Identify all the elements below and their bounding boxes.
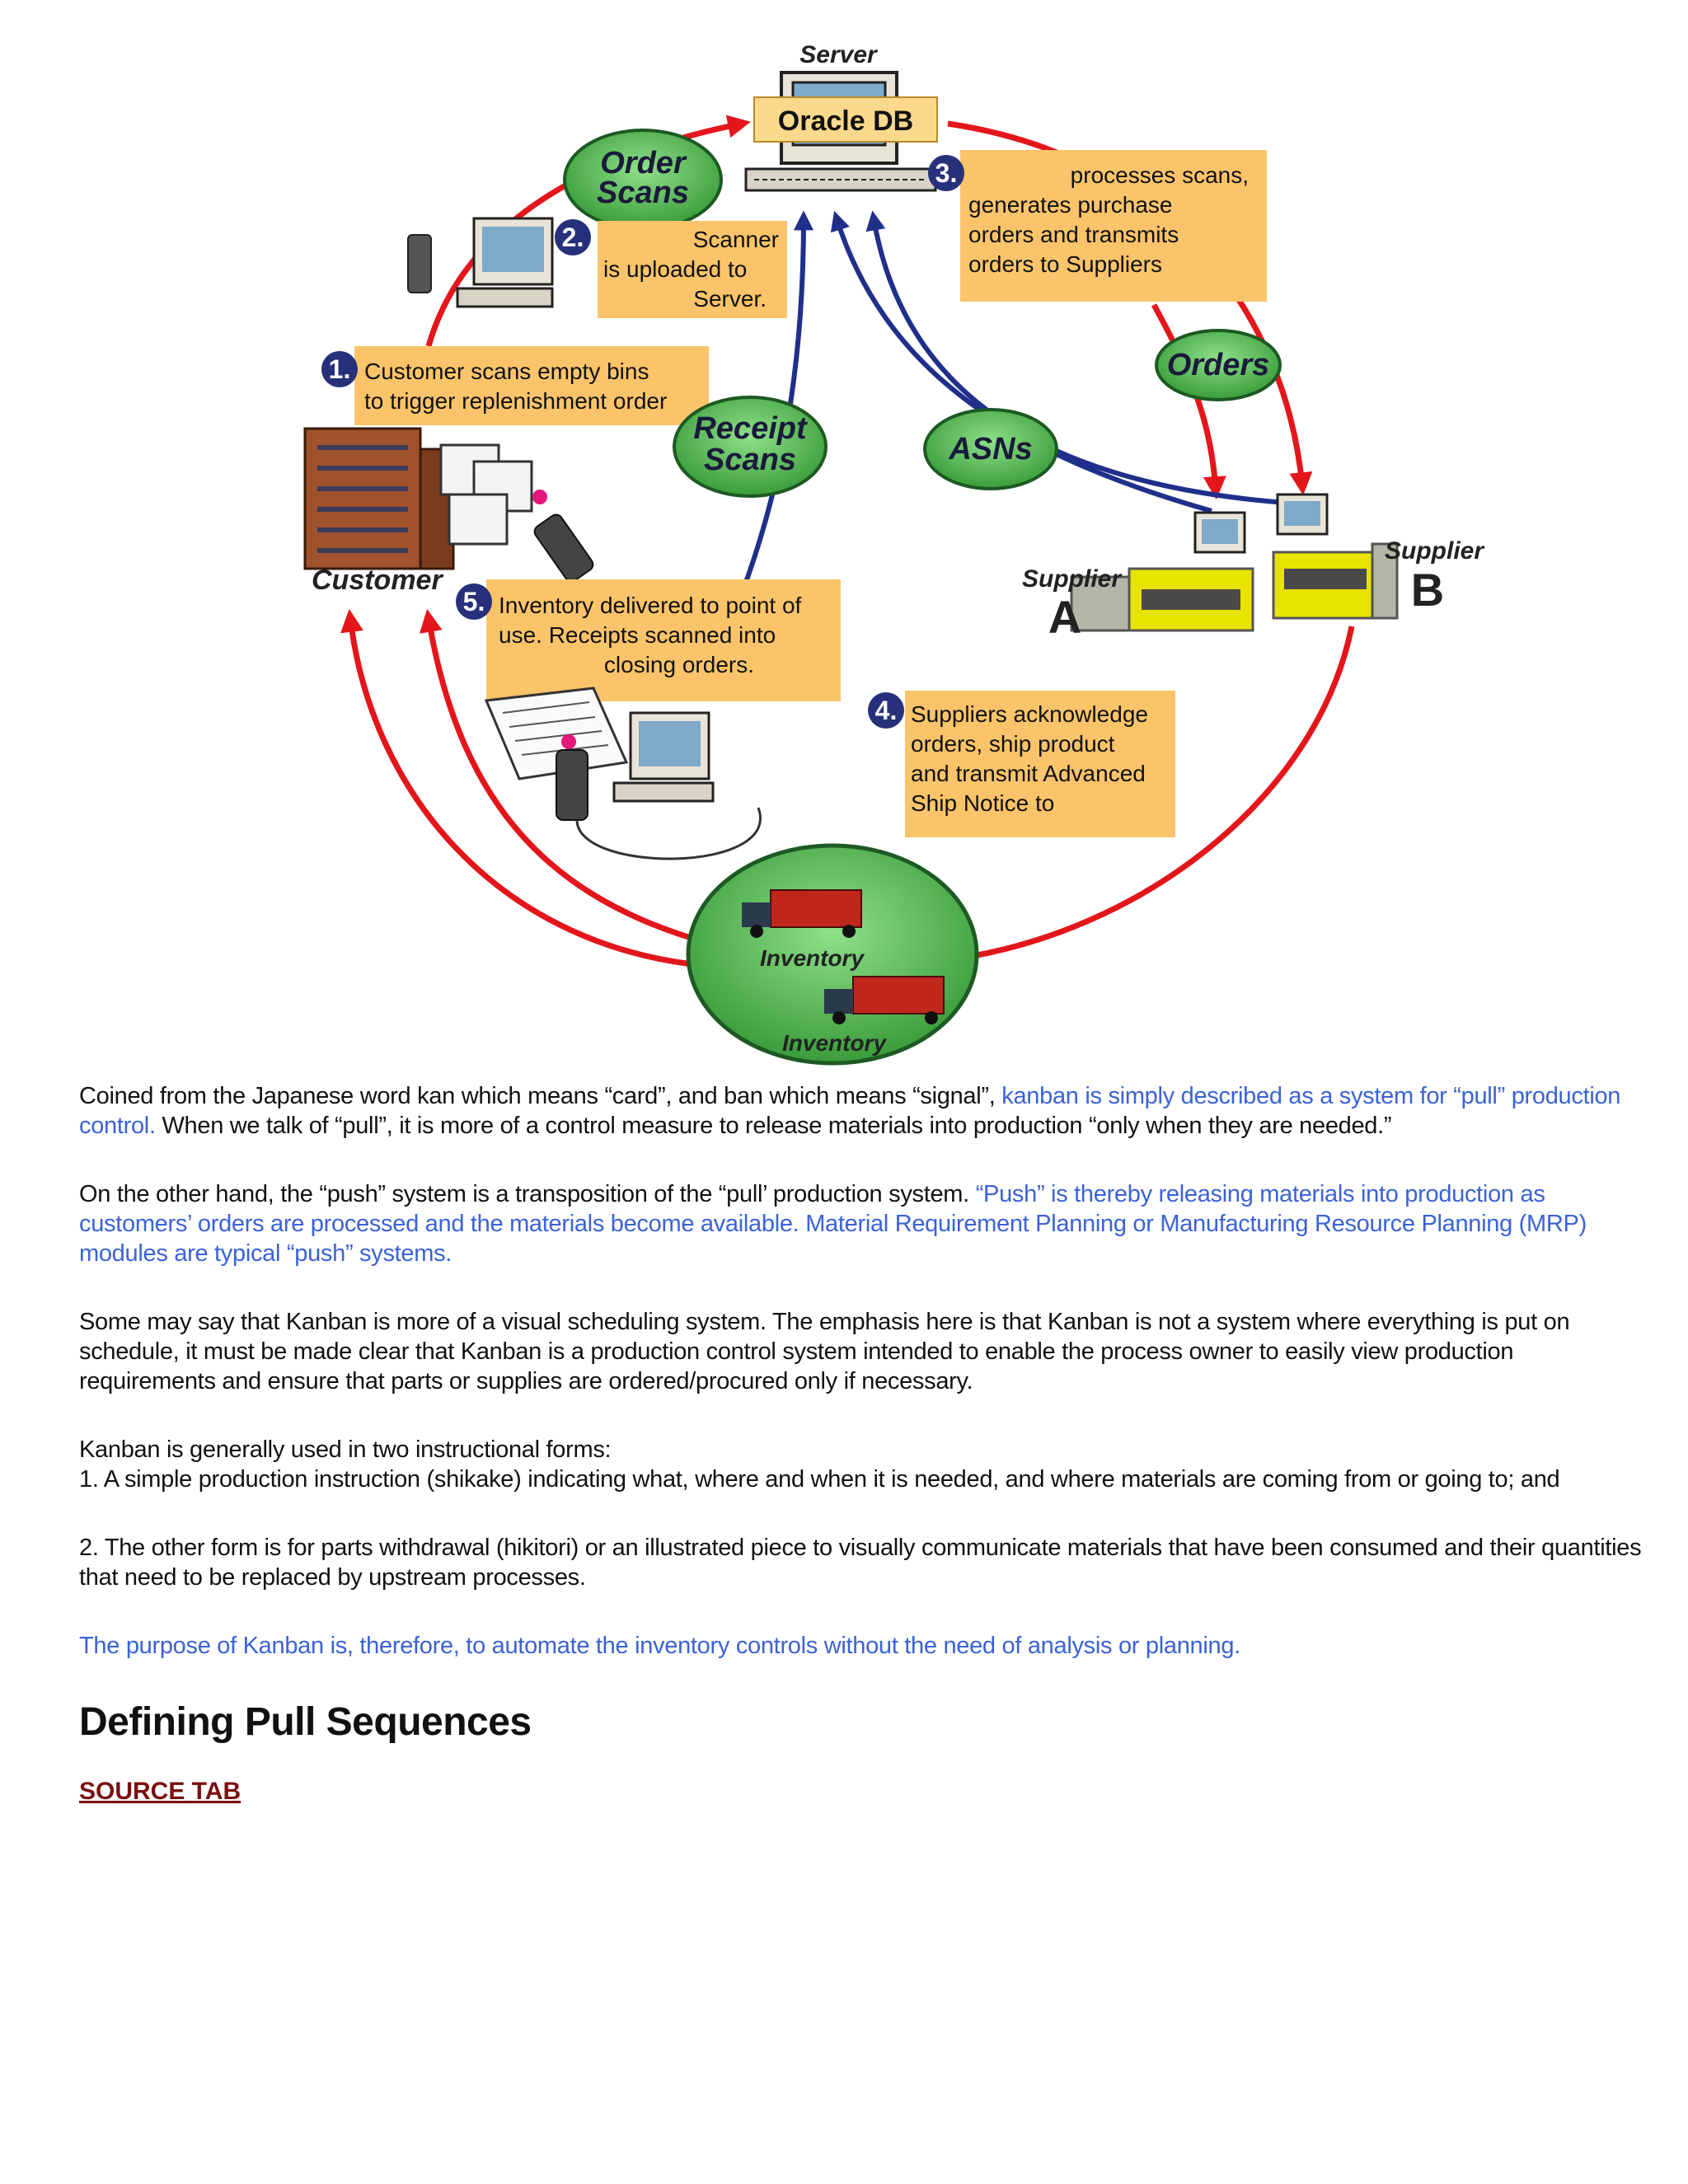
inventory-label-2: Inventory	[782, 1030, 887, 1056]
step-3-number: 3.	[935, 158, 958, 188]
documents-icon	[484, 687, 629, 780]
step-1-number: 1.	[329, 354, 351, 384]
text-span: 1. A simple production instruction (shik…	[79, 1466, 1560, 1493]
step-5-line-2: use. Receipts scanned into	[499, 622, 776, 648]
arrow-orders-to-supplier-a	[1151, 303, 1226, 500]
db-label: Oracle DB	[778, 105, 913, 137]
customer-label: Customer	[312, 565, 443, 596]
step-1-line-2: to trigger replenishment order	[364, 388, 667, 414]
phone-icon	[407, 234, 432, 293]
server-label: Server	[799, 41, 879, 68]
receipt-scans-oval	[673, 396, 828, 498]
step-3-line-3: orders and transmits	[968, 222, 1179, 247]
step-3-line-1: processes scans,	[1071, 162, 1249, 188]
highlighted-text: “Push” is thereby releasing materials in…	[79, 1181, 1587, 1267]
section-heading: Defining Pull Sequences	[79, 1700, 532, 1744]
arrow-inventory-to-customer	[340, 608, 693, 968]
receipt-scanner-icon	[556, 734, 588, 821]
paragraph-kanban-definition: Coined from the Japanese word kan which …	[79, 1081, 1645, 1141]
supplier-a-label: Supplier	[1022, 565, 1123, 593]
step-4-number: 4.	[875, 696, 898, 725]
step-5-line-3: closing orders.	[604, 652, 754, 677]
arrow-receipt-upload	[739, 210, 814, 595]
step-4-line-4: Ship Notice to	[911, 790, 1054, 816]
truck-icon	[824, 976, 945, 1024]
step-4-line-1: Suppliers acknowledge	[911, 701, 1148, 727]
computer-icon	[456, 217, 554, 308]
supplier-computer-icon	[1193, 493, 1329, 554]
kanban-cycle-diagram: Server Oracle DB Order Scans 2. Scanner …	[303, 41, 1485, 1066]
paragraph-purpose: The purpose of Kanban is, therefore, to …	[79, 1633, 1240, 1659]
step-5-number: 5.	[463, 587, 485, 616]
supplier-a-letter: A	[1048, 591, 1081, 643]
db-label-box	[753, 96, 938, 143]
step-4-line-3: and transmit Advanced	[911, 761, 1146, 786]
truck-icon	[742, 889, 862, 938]
asns-label: ASNs	[948, 432, 1032, 466]
text-span: On the other hand, the “push” system is …	[79, 1181, 976, 1207]
supplier-b-factory-icon	[1272, 542, 1399, 620]
text-span: Kanban is generally used in two instruct…	[79, 1436, 612, 1463]
arrow-inventory-to-point	[419, 608, 698, 943]
building-icon	[303, 427, 455, 570]
text-span: When we talk of “pull”, it is more of a …	[155, 1113, 1392, 1139]
handheld-scanner-icon	[532, 490, 594, 583]
step-1-badge	[321, 351, 358, 387]
step-2-line-2: is uploaded to	[603, 256, 747, 282]
bins-icon	[439, 443, 533, 546]
step-5-badge	[456, 583, 492, 620]
receiving-computer-icon	[612, 711, 715, 803]
order-scans-label-1: Order	[600, 146, 687, 180]
source-tab-link[interactable]: SOURCE TAB	[79, 1778, 241, 1805]
supplier-b-letter: B	[1411, 564, 1444, 616]
step-3-line-2: generates purchase	[968, 192, 1173, 218]
step-3-badge	[928, 155, 964, 191]
step-2-line-1: Scanner	[693, 227, 779, 252]
inventory-label-1: Inventory	[760, 945, 865, 971]
orders-oval	[1155, 329, 1282, 401]
receipt-scans-label-2: Scans	[704, 443, 796, 477]
step-1-box	[354, 346, 709, 425]
step-3-line-4: orders to Suppliers	[968, 251, 1162, 277]
step-2-box	[598, 221, 787, 318]
paragraph-instructional-forms: Kanban is generally used in two instruct…	[79, 1435, 1645, 1494]
asns-oval	[923, 408, 1058, 490]
step-3-box	[960, 150, 1267, 302]
step-5-line-1: Inventory delivered to point of	[499, 593, 802, 618]
step-2-badge	[555, 219, 591, 255]
step-4-line-2: orders, ship product	[911, 731, 1115, 757]
article-body: Coined from the Japanese word kan which …	[79, 1081, 1645, 1806]
paragraph-visual-scheduling: Some may say that Kanban is more of a vi…	[79, 1309, 1570, 1394]
step-4-badge	[868, 692, 904, 729]
step-2-line-3: Server.	[693, 286, 767, 312]
step-1-line-1: Customer scans empty bins	[364, 359, 649, 384]
supplier-b-label: Supplier	[1385, 537, 1485, 565]
arrow-supplier-to-inventory	[972, 626, 1355, 959]
supplier-a-factory-icon	[1070, 567, 1254, 632]
highlighted-text: kanban is simply described as a system f…	[79, 1083, 1621, 1139]
receipt-scans-label-1: Receipt	[693, 411, 808, 446]
step-5-box	[486, 579, 841, 701]
order-scans-label-2: Scans	[597, 176, 689, 210]
step-2-number: 2.	[562, 223, 584, 252]
step-4-box	[905, 691, 1175, 837]
paragraph-push-system: On the other hand, the “push” system is …	[79, 1179, 1645, 1268]
orders-label: Orders	[1167, 348, 1270, 382]
text-span: Coined from the Japanese word kan which …	[79, 1083, 1002, 1109]
paragraph-parts-withdrawal: 2. The other form is for parts withdrawa…	[79, 1535, 1642, 1591]
